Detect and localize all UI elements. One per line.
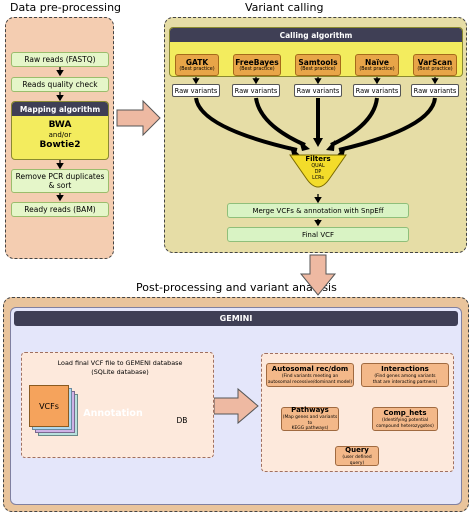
vcfs-label: VCFs (39, 401, 59, 411)
arrow-raw-1 (194, 97, 298, 152)
variant-calling-title: Variant calling (245, 1, 324, 14)
raw-variants-1: Raw variants (172, 84, 220, 97)
tool-naive-name: Naïve (365, 57, 389, 67)
tool-naive-sub: (Best practice) (359, 66, 395, 72)
tool-gatk-sub: (Best practice) (179, 66, 215, 72)
mapping-header: Mapping algorithm (12, 102, 108, 116)
tool-naive: Naïve (Best practice) (355, 54, 399, 76)
calling-algorithm-header: Calling algorithm (170, 28, 462, 42)
tool-freebayes: FreeBayes (Best practice) (233, 54, 281, 76)
mapping-bowtie2: Bowtie2 (39, 140, 81, 150)
filters-title: Filters (305, 155, 331, 163)
tool-samtools-sub: (Best practice) (300, 66, 336, 72)
mapping-box: Mapping algorithm BWA and/or Bowtie2 (11, 101, 109, 160)
vcf-card-front: VCFs (29, 385, 69, 427)
filter-lcrs: LCRs (312, 176, 324, 181)
arrow-raw-5 (338, 97, 437, 152)
merge-vcfs-step: Merge VCFs & annotation with SnpEff (227, 203, 409, 218)
raw-variants-5: Raw variants (411, 84, 459, 97)
tool-freebayes-name: FreeBayes (235, 57, 279, 67)
tool-samtools-name: Samtools (298, 57, 338, 67)
raw-variants-4: Raw variants (353, 84, 401, 97)
filters-label: Filters QUAL DP LCRs (290, 155, 346, 182)
step-quality-check: Reads quality check (11, 77, 109, 92)
tool-samtools: Samtools (Best practice) (295, 54, 341, 76)
db-label: DB (176, 415, 188, 425)
step-remove-duplicates: Remove PCR duplicates & sort (11, 169, 109, 193)
analysis-autosomal-name: Autosomal rec/dom (271, 365, 349, 374)
analysis-pathways: Pathways (Map genes and variants to KEGG… (281, 406, 339, 432)
mapping-body: BWA and/or Bowtie2 (12, 116, 108, 151)
analysis-interactions: Interactions (Find genes among variants … (361, 363, 449, 387)
analysis-interactions-sub: (Find genes among variants that are inte… (372, 374, 438, 385)
tool-varscan-sub: (Best practice) (417, 66, 453, 72)
arrow-to-analyses (213, 387, 259, 425)
analysis-comp-hets-sub: (Identifying potential compound heterozy… (376, 418, 434, 429)
tool-gatk: GATK (Best practice) (175, 54, 219, 76)
analysis-comp-hets-name: Comp_hets (383, 409, 427, 418)
step-raw-reads: Raw reads (FASTQ) (11, 52, 109, 67)
analysis-comp-hets: Comp_hets (Identifying potential compoun… (372, 407, 438, 431)
arrow-raw-4 (330, 97, 379, 147)
mapping-bwa: BWA (48, 120, 72, 130)
data-preprocessing-title: Data pre-processing (10, 1, 122, 14)
tool-freebayes-sub: (Best practice) (239, 66, 275, 72)
analysis-autosomal-sub: (Find variants meeting an autosomal rece… (267, 374, 353, 385)
analysis-query-sub: (user defined query) (342, 455, 372, 466)
arrow-raw-2 (254, 97, 306, 147)
step-ready-reads: Ready reads (BAM) (11, 202, 109, 217)
filter-dp: DP (314, 170, 322, 175)
mapping-andor: and/or (48, 131, 72, 139)
analysis-interactions-name: Interactions (381, 365, 429, 374)
analysis-autosomal: Autosomal rec/dom (Find variants meeting… (266, 363, 354, 387)
filters-shape (289, 154, 347, 188)
analysis-query: Query (user defined query) (335, 446, 379, 466)
final-vcf-step: Final VCF (227, 227, 409, 242)
tool-varscan-name: VarScan (417, 57, 453, 67)
analysis-query-name: Query (345, 446, 369, 455)
gemini-header: GEMINI (14, 311, 458, 326)
analysis-pathways-name: Pathways (291, 406, 329, 415)
tool-varscan: VarScan (Best practice) (413, 54, 457, 76)
arrow-to-post (299, 254, 337, 296)
filter-qual: QUAL (311, 164, 325, 169)
load-db-text: Load final VCF file to GEMENI database (… (57, 359, 183, 376)
arrow-to-calling (116, 99, 161, 137)
raw-variants-2: Raw variants (232, 84, 280, 97)
post-processing-title: Post-processing and variant analysis (136, 281, 337, 294)
raw-variants-3: Raw variants (294, 84, 342, 97)
tool-gatk-name: GATK (185, 57, 209, 67)
annotation-label: Annotation (83, 407, 143, 419)
analysis-pathways-sub: (Map genes and variants to KEGG pathways… (282, 415, 338, 432)
